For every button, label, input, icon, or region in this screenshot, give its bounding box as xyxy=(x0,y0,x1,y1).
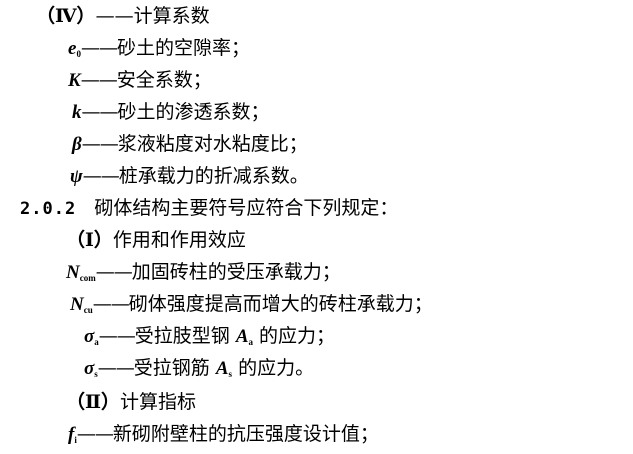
heading-text: ——计算系数 xyxy=(95,5,210,27)
heading-label: （Ⅱ） xyxy=(66,391,121,413)
symbol-subscript: cu xyxy=(83,305,93,315)
dash: —— xyxy=(97,357,135,379)
dash: —— xyxy=(95,261,133,283)
dash: —— xyxy=(76,423,114,445)
def-beta: β——浆液粘度对水粘度比； xyxy=(72,130,308,158)
symbol: β xyxy=(72,134,82,155)
dash: —— xyxy=(81,101,119,123)
heading-label: （Ⅰ） xyxy=(66,229,113,251)
heading-calc-indices: （Ⅱ）计算指标 xyxy=(66,388,196,416)
definition-text: 浆液粘度对水粘度比； xyxy=(117,133,308,155)
symbol-subscript: com xyxy=(79,273,96,283)
heading-text: 作用和作用效应 xyxy=(112,229,246,251)
section-2-0-2: 2.0.2 砌体结构主要符号应符合下列规定： xyxy=(20,194,398,222)
symbol: σ xyxy=(84,326,95,347)
symbol: K xyxy=(68,70,81,91)
section-text: 砌体结构主要符号应符合下列规定： xyxy=(94,197,399,219)
definition-text: 砂土的渗透系数； xyxy=(117,101,270,123)
symbol-2: A xyxy=(235,326,249,347)
def-sigma-s: σs——受拉钢筋 As 的应力。 xyxy=(84,354,314,382)
definition-text: 桩承载力的折减系数。 xyxy=(118,165,309,187)
def-K: K——安全系数； xyxy=(68,66,212,94)
heading-label: （Ⅳ） xyxy=(36,5,96,27)
def-Ncom: Ncom——加固砖柱的受压承载力； xyxy=(66,258,341,286)
heading-actions: （Ⅰ）作用和作用效应 xyxy=(66,226,246,254)
symbol-subscript: 0 xyxy=(76,49,81,59)
symbol: σ xyxy=(84,358,95,379)
definition-text: 新砌附壁柱的抗压强度设计值； xyxy=(112,423,379,445)
symbol-2: A xyxy=(215,358,229,379)
symbol: N xyxy=(70,294,84,315)
dash: —— xyxy=(82,165,120,187)
symbol-subscript: i xyxy=(74,435,77,445)
symbol: N xyxy=(66,262,80,283)
definition-text: 安全系数； xyxy=(116,69,212,91)
def-Ncu: Ncu——砌体强度提高而增大的砖柱承载力； xyxy=(70,290,433,318)
definition-text-1: 受拉钢筋 xyxy=(133,357,210,379)
definition-text: 加固砖柱的受压承载力； xyxy=(131,261,341,283)
def-sigma-a: σa——受拉肢型钢 Aa 的应力； xyxy=(84,322,335,350)
def-k: k——砂土的渗透系数； xyxy=(72,98,270,126)
symbol-subscript: a xyxy=(94,337,99,347)
symbol: e xyxy=(68,38,77,59)
def-fi: fi——新砌附壁柱的抗压强度设计值； xyxy=(68,420,379,448)
section-number: 2.0.2 xyxy=(20,199,77,219)
definition-text-1: 受拉肢型钢 xyxy=(134,325,230,347)
dash: —— xyxy=(92,293,130,315)
symbol: k xyxy=(72,102,82,123)
heading-calc-coefficients: （Ⅳ）——计算系数 xyxy=(36,2,210,30)
def-e0: e0——砂土的空隙率； xyxy=(68,34,250,62)
dash: —— xyxy=(80,69,118,91)
heading-text: 计算指标 xyxy=(120,391,197,413)
symbol-2-subscript: a xyxy=(248,337,254,347)
def-psi: ψ——桩承载力的折减系数。 xyxy=(70,162,309,190)
dash: —— xyxy=(80,37,118,59)
dash: —— xyxy=(98,325,136,347)
definition-text-2: 的应力； xyxy=(259,325,336,347)
dash: —— xyxy=(81,133,119,155)
symbol: ψ xyxy=(70,166,83,187)
definition-text-2: 的应力。 xyxy=(238,357,315,379)
definition-text: 砌体强度提高而增大的砖柱承载力； xyxy=(128,293,433,315)
symbol-subscript: s xyxy=(94,369,98,379)
symbol-2-subscript: s xyxy=(228,369,233,379)
definition-text: 砂土的空隙率； xyxy=(116,37,250,59)
symbol: f xyxy=(68,424,75,445)
